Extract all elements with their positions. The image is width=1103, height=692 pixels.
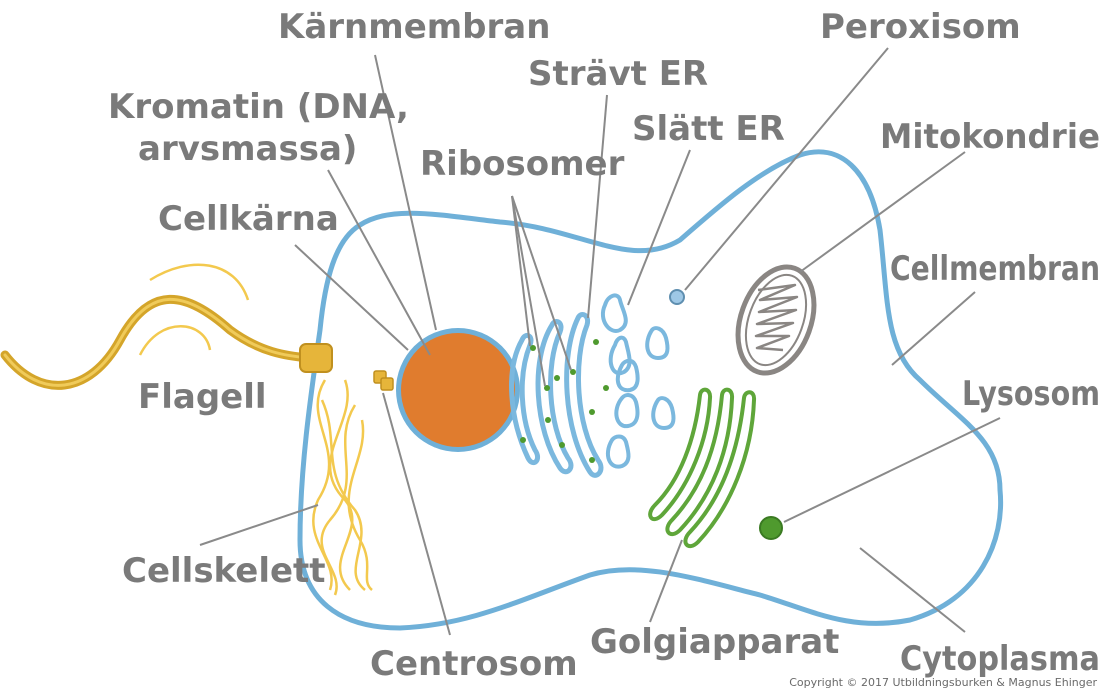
- label-mitokondrie: Mitokondrie: [880, 117, 1100, 157]
- flagellum-base: [299, 343, 333, 373]
- centrosome: [373, 370, 394, 391]
- label-kromatin-2: arvsmassa): [138, 129, 357, 169]
- leader-cellskelett: [199, 504, 319, 546]
- smooth-er: [600, 293, 676, 469]
- leader-golgiapparat: [649, 539, 683, 623]
- leader-ribosomer-3: [511, 195, 572, 371]
- leader-slatt-er: [627, 149, 691, 306]
- rough-er: [509, 312, 604, 478]
- cytoskeleton: [312, 379, 373, 596]
- label-cytoplasma: Cytoplasma: [900, 639, 1100, 679]
- leader-lines: [199, 47, 1001, 636]
- leader-cellkarna: [294, 244, 409, 351]
- nucleus: [401, 333, 515, 447]
- label-flagell: Flagell: [138, 377, 267, 417]
- leader-ribosomer-2: [511, 195, 546, 387]
- flagellum-motion-lines: [138, 263, 250, 356]
- leader-mitokondrie: [799, 151, 966, 273]
- leader-lysosom: [783, 417, 1001, 523]
- leader-ribosomer-1: [511, 195, 531, 347]
- label-centrosom: Centrosom: [370, 644, 578, 684]
- label-stravt-er: Strävt ER: [528, 54, 708, 94]
- mitochondrion: [735, 264, 817, 376]
- peroxisome: [669, 289, 685, 305]
- label-kromatin-1: Kromatin (DNA,: [108, 87, 409, 127]
- lysosome: [759, 516, 783, 540]
- copyright-notice: Copyright © 2017 Utbildningsburken & Mag…: [789, 676, 1097, 689]
- label-cellmembran: Cellmembran: [890, 249, 1100, 289]
- label-cellkarna: Cellkärna: [158, 199, 339, 239]
- cell-membrane: [297, 149, 1004, 631]
- label-ribosomer: Ribosomer: [420, 144, 625, 184]
- leader-cellmembran: [891, 291, 976, 366]
- leader-stravt-er: [587, 94, 608, 319]
- leader-centrosom: [382, 392, 451, 636]
- flagellum: [0, 294, 315, 390]
- leader-kromatin: [327, 169, 431, 356]
- label-cellskelett: Cellskelett: [122, 551, 326, 591]
- label-peroxisom: Peroxisom: [820, 7, 1021, 47]
- leader-peroxisom: [684, 47, 889, 291]
- ribosomes: [520, 339, 609, 463]
- label-golgiapparat: Golgiapparat: [590, 622, 839, 662]
- label-slatt-er: Slätt ER: [632, 109, 785, 149]
- flagellum-highlight: [3, 297, 312, 387]
- golgi-apparatus: [648, 387, 757, 549]
- label-karnmembran: Kärnmembran: [278, 7, 550, 47]
- labels: Kärnmembran Peroxisom Strävt ER Kromatin…: [108, 7, 1100, 684]
- leader-cytoplasma: [859, 547, 966, 633]
- label-lysosom: Lysosom: [962, 374, 1100, 414]
- leader-karnmembran: [374, 54, 437, 331]
